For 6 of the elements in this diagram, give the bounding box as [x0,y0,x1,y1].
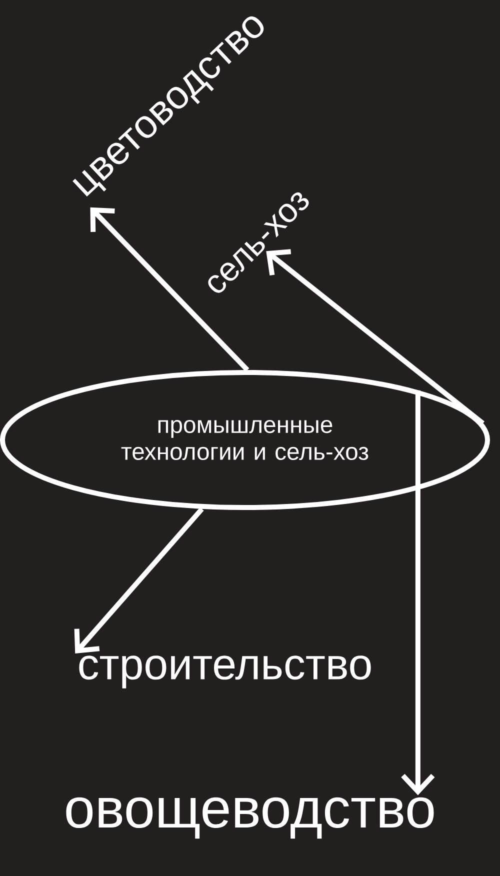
text-label: строительство [79,656,371,688]
arrow [266,249,485,426]
text-label: овощеводство [66,797,434,839]
arrow [74,507,204,654]
arrow [90,207,250,372]
arrow [401,390,435,796]
